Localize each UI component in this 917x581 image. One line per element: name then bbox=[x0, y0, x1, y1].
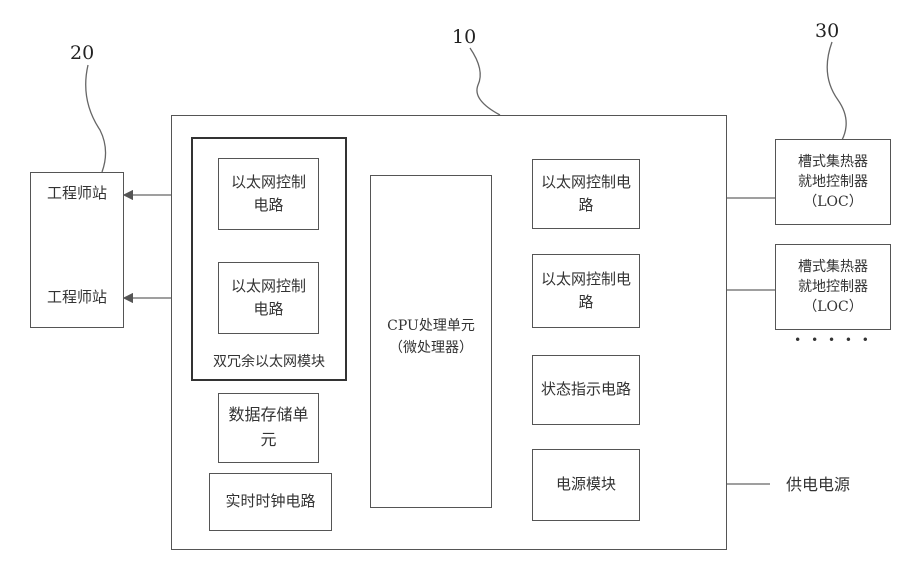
right-ethernet-circuit-1-label: 以太网控制电 路 bbox=[532, 159, 640, 229]
cpu-unit-label: CPU处理单元 （微处理器） bbox=[370, 310, 492, 366]
leader-30 bbox=[827, 42, 846, 140]
power-module-label: 电源模块 bbox=[532, 449, 640, 521]
left-ethernet-circuit-1-label: 以太网控制 电路 bbox=[218, 158, 319, 230]
dual-ethernet-module-label: 双冗余以太网模块 bbox=[191, 350, 347, 376]
rtc-circuit-label: 实时时钟电路 bbox=[209, 473, 332, 531]
loc-controller-1-label: 槽式集热器 就地控制器 （LOC） bbox=[775, 139, 891, 225]
ref-number-10: 10 bbox=[452, 26, 476, 48]
status-indicator-circuit-label: 状态指示电路 bbox=[532, 355, 640, 425]
loc-controller-2-label: 槽式集热器 就地控制器 （LOC） bbox=[775, 244, 891, 330]
ref-number-30: 30 bbox=[815, 20, 839, 42]
right-ethernet-circuit-2-label: 以太网控制电 路 bbox=[532, 254, 640, 328]
power-supply-label: 供电电源 bbox=[772, 472, 864, 498]
engineer-station-label-1: 工程师站 bbox=[30, 180, 124, 208]
ref-number-20: 20 bbox=[70, 42, 94, 64]
data-storage-unit-label: 数据存储单 元 bbox=[218, 393, 319, 463]
loc-more-ellipsis: • • • • • bbox=[775, 330, 891, 350]
left-ethernet-circuit-2-label: 以太网控制 电路 bbox=[218, 262, 319, 334]
engineer-station-label-2: 工程师站 bbox=[30, 284, 124, 312]
leader-10 bbox=[470, 48, 500, 115]
leader-20 bbox=[86, 65, 106, 172]
